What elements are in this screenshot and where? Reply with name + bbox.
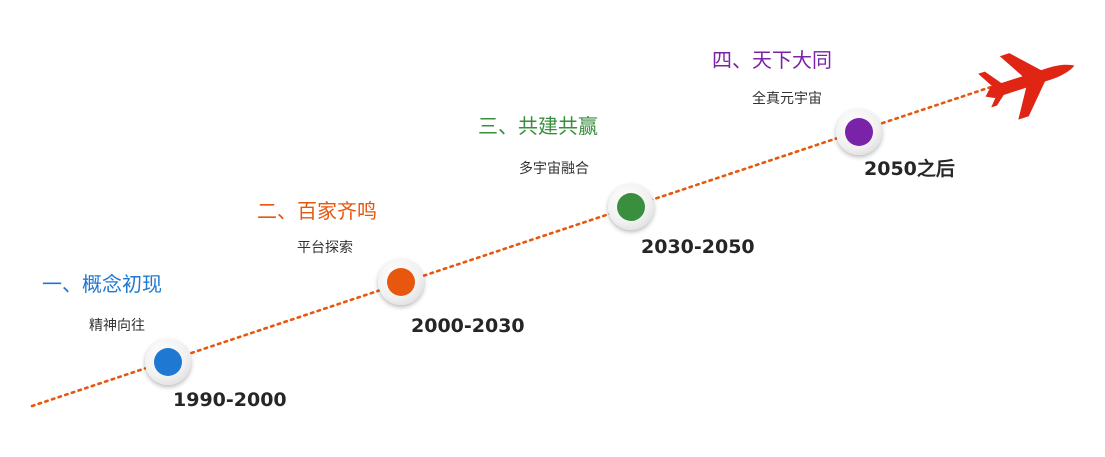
airplane-icon — [978, 53, 1075, 120]
airplane-tail-fin-lower — [991, 93, 1005, 108]
stage-1-dot — [154, 348, 182, 376]
stage-4-title: 四、天下大同 — [712, 48, 832, 72]
stage-2-date: 2000-2030 — [411, 315, 525, 337]
stage-3-title: 三、共建共赢 — [478, 114, 598, 138]
stage-1-milestone — [145, 339, 191, 385]
airplane-wing-top — [999, 53, 1043, 78]
stage-3-date: 2030-2050 — [641, 236, 755, 258]
stage-2-dot — [387, 268, 415, 296]
stage-1-subtitle: 精神向往 — [89, 318, 145, 334]
stage-2-title: 二、百家齐鸣 — [257, 199, 377, 223]
stage-4-milestone — [836, 109, 882, 155]
airplane-tail-fin — [978, 71, 1003, 87]
stage-4-date: 2050之后 — [864, 158, 955, 180]
stage-3-dot — [617, 193, 645, 221]
stage-2-subtitle: 平台探索 — [297, 240, 353, 256]
stage-3-milestone — [608, 184, 654, 230]
stage-2-milestone — [378, 259, 424, 305]
stage-4-subtitle: 全真元宇宙 — [752, 91, 822, 107]
stage-4-dot — [845, 118, 873, 146]
airplane-wing-bottom — [1018, 80, 1046, 120]
airplane-body — [985, 64, 1075, 98]
stage-3-subtitle: 多宇宙融合 — [519, 161, 589, 177]
stage-1-title: 一、概念初现 — [42, 272, 162, 296]
stage-1-date: 1990-2000 — [173, 389, 287, 411]
